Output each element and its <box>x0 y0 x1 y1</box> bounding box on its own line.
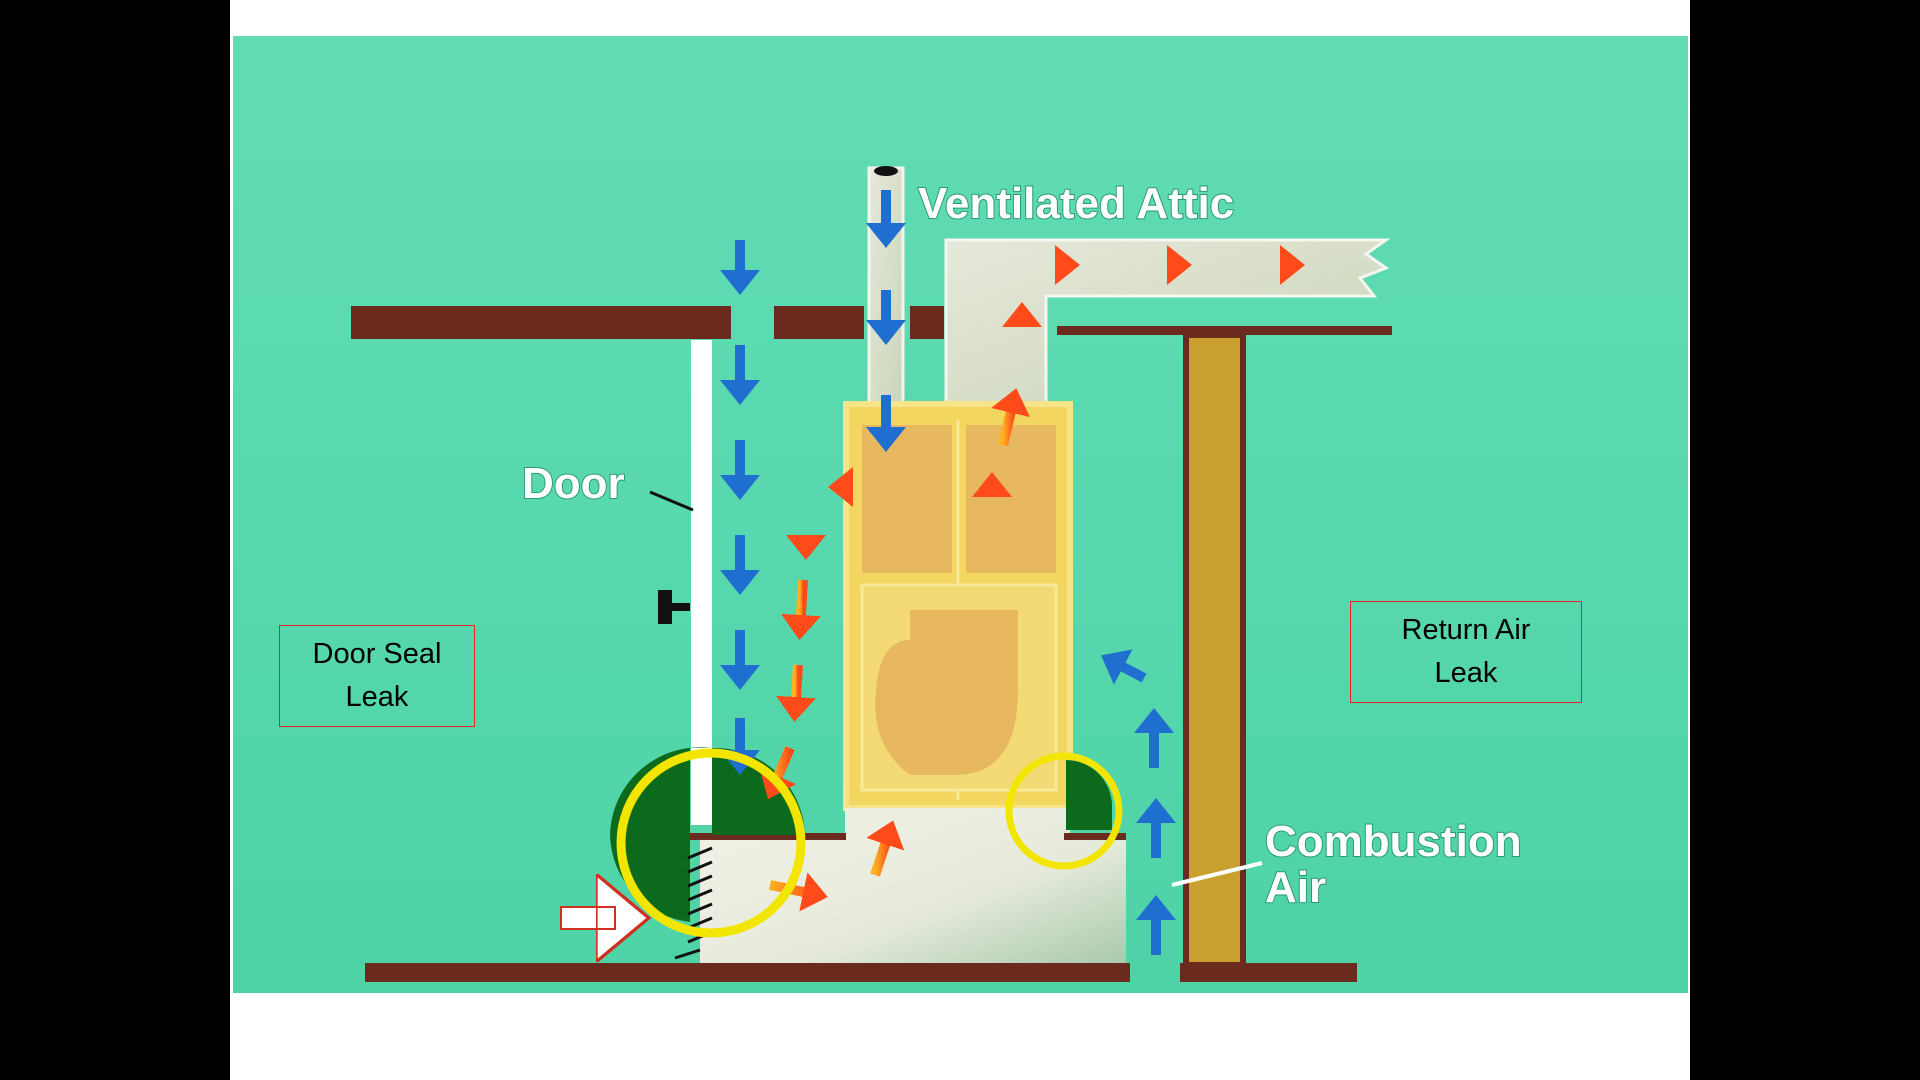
door-handle <box>658 590 672 624</box>
heat-exchanger-left <box>862 425 952 573</box>
furnace <box>843 401 1073 811</box>
door-seal-leak-line2: Leak <box>345 681 409 713</box>
door <box>691 340 712 825</box>
hot-air-arrows <box>759 245 1305 912</box>
door-label: Door <box>522 459 625 508</box>
combustion-air-leader <box>1171 861 1263 887</box>
return-air-leak-line1: Return Air <box>1401 614 1531 646</box>
infiltration-arrow-outline <box>560 906 616 930</box>
return-wall <box>1183 332 1246 968</box>
cold-arrow <box>1101 649 1147 685</box>
ceiling-middle <box>774 306 864 339</box>
plenum-top-edge <box>688 833 846 840</box>
hot-arrow <box>780 579 821 640</box>
floor-left <box>365 963 1130 982</box>
return-leak-highlight-circle <box>1005 752 1123 870</box>
door-leader-line <box>649 490 694 512</box>
pipe-cap <box>874 166 898 176</box>
door-handle-stem <box>672 603 690 611</box>
return-air-leak-callout: Return Air Leak <box>1350 601 1582 703</box>
hot-arrow <box>775 664 816 722</box>
ceiling-right <box>1057 326 1392 335</box>
door-gap-hatch <box>674 846 713 960</box>
ventilated-attic-label: Ventilated Attic <box>918 179 1234 228</box>
hot-arrow <box>768 872 828 912</box>
combustion-air-label-line2: Air <box>1265 863 1326 912</box>
hot-arrow <box>866 820 905 877</box>
door-seal-leak-area <box>610 747 711 835</box>
door-seal-leak-line1: Door Seal <box>312 638 442 670</box>
ceiling-stub <box>910 306 944 339</box>
hot-arrow <box>991 388 1031 447</box>
framing <box>351 306 1392 982</box>
door-seal-leak-callout: Door Seal Leak <box>279 625 475 727</box>
door-seal-leak-area-right <box>712 747 805 835</box>
return-leak-area <box>1066 760 1112 830</box>
return-air-leak-line2: Leak <box>1434 657 1498 689</box>
blower-housing <box>875 610 1018 775</box>
door-seal-highlight-circle <box>616 748 806 938</box>
combustion-air-label: Combustion <box>1265 817 1522 866</box>
ceiling-left <box>351 306 731 339</box>
plenum-top-edge-right <box>1064 833 1126 840</box>
heat-exchanger-right <box>966 425 1056 573</box>
